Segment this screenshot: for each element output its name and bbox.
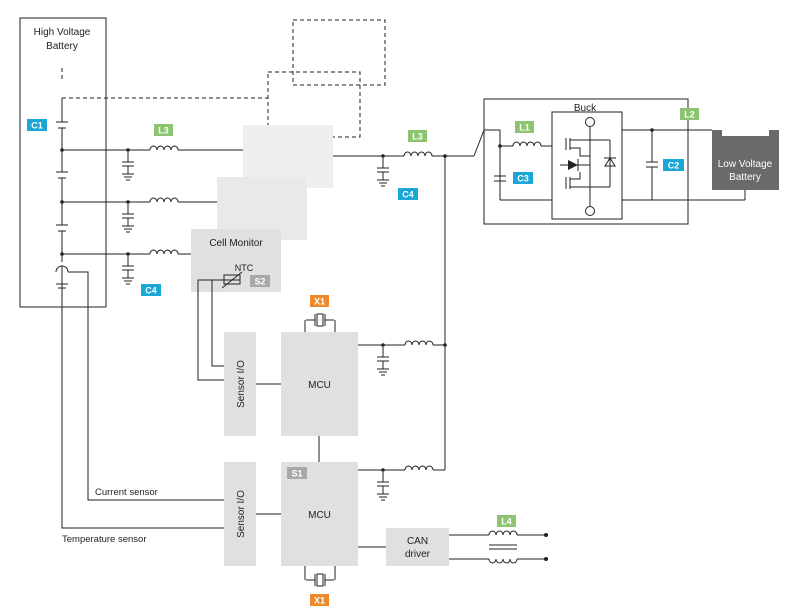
c2-tag-text: C2 bbox=[668, 161, 680, 171]
l3-left-tag-text: L3 bbox=[158, 126, 169, 136]
low-voltage-battery-icon bbox=[712, 130, 779, 190]
mcu-lower-block bbox=[281, 462, 358, 566]
temperature-sensor-label: Temperature sensor bbox=[62, 534, 146, 545]
lv-battery-line1: Low Voltage bbox=[718, 159, 773, 170]
sensor-io-lower-label: Sensor I/O bbox=[236, 490, 247, 538]
c2-tag bbox=[663, 159, 684, 171]
l3-mid-tag-text: L3 bbox=[412, 132, 423, 142]
can-driver-line2: driver bbox=[405, 549, 431, 560]
battery-cell-stack bbox=[55, 98, 69, 290]
ntc-label: NTC bbox=[235, 263, 254, 273]
x1-top-tag-text: X1 bbox=[314, 297, 325, 307]
can-driver-line1: CAN bbox=[407, 536, 428, 547]
x1-top-tag bbox=[310, 295, 329, 307]
tap-line-3 bbox=[62, 249, 191, 285]
can-driver-block bbox=[386, 528, 449, 566]
dashed-module-outline-top bbox=[292, 19, 386, 86]
cell-monitor-label: Cell Monitor bbox=[209, 238, 263, 249]
lv-battery-line2: Battery bbox=[729, 172, 761, 183]
mcu-upper-block bbox=[281, 332, 358, 436]
current-sensor-line bbox=[68, 271, 224, 501]
tap-line-2 bbox=[62, 197, 217, 233]
c3-tag-text: C3 bbox=[517, 174, 529, 184]
mcu-upper-label: MCU bbox=[308, 380, 331, 391]
s2-tag bbox=[250, 275, 270, 287]
x1-bottom-tag bbox=[310, 594, 329, 606]
buck-output-filter bbox=[622, 128, 746, 201]
s2-tag-text: S2 bbox=[254, 277, 265, 287]
s1-tag-text: S1 bbox=[291, 469, 302, 479]
l4-tag bbox=[497, 515, 516, 527]
c1-tag bbox=[27, 119, 47, 131]
mcu-upper-supply-filter bbox=[358, 340, 445, 376]
s1-tag bbox=[287, 467, 307, 479]
crystal-upper-icon bbox=[304, 313, 336, 332]
dc-dc-module-box bbox=[483, 98, 689, 225]
high-voltage-battery-box bbox=[19, 17, 107, 308]
c4-mid-tag-text: C4 bbox=[402, 190, 414, 200]
c4-left-tag-text: C4 bbox=[145, 286, 157, 296]
l4-tag-text: L4 bbox=[501, 517, 512, 527]
sensor-io-lower-block bbox=[224, 462, 256, 566]
hv-battery-title-line1: High Voltage bbox=[34, 27, 91, 38]
current-sensor-label: Current sensor bbox=[95, 487, 158, 498]
mcu-lower-supply-filter bbox=[358, 465, 445, 501]
stack-output-filter bbox=[333, 151, 474, 187]
temperature-sensor-line bbox=[61, 290, 224, 529]
c3-tag bbox=[513, 172, 533, 184]
buck-label: Buck bbox=[574, 103, 597, 114]
sensor-io-upper-label: Sensor I/O bbox=[236, 360, 247, 408]
sensor-io-upper-block bbox=[224, 332, 256, 436]
l2-tag-text: L2 bbox=[684, 110, 695, 120]
l3-left-tag bbox=[154, 124, 173, 136]
buck-converter-box bbox=[551, 111, 623, 220]
x1-bottom-tag-text: X1 bbox=[314, 596, 325, 606]
c4-left-tag bbox=[141, 284, 161, 296]
l3-mid-tag bbox=[408, 130, 427, 142]
l1-tag bbox=[515, 121, 534, 133]
buck-input-filter bbox=[484, 129, 552, 201]
c4-mid-tag bbox=[398, 188, 418, 200]
buck-switch-icons bbox=[560, 117, 616, 216]
tap-line-1 bbox=[62, 145, 243, 181]
l1-tag-text: L1 bbox=[519, 123, 530, 133]
mcu-lower-label: MCU bbox=[308, 510, 331, 521]
c1-tag-text: C1 bbox=[31, 121, 43, 131]
can-bus-choke bbox=[449, 530, 548, 564]
crystal-lower-icon bbox=[304, 566, 336, 587]
hv-battery-title-line2: Battery bbox=[46, 41, 78, 52]
l2-tag bbox=[680, 108, 699, 120]
